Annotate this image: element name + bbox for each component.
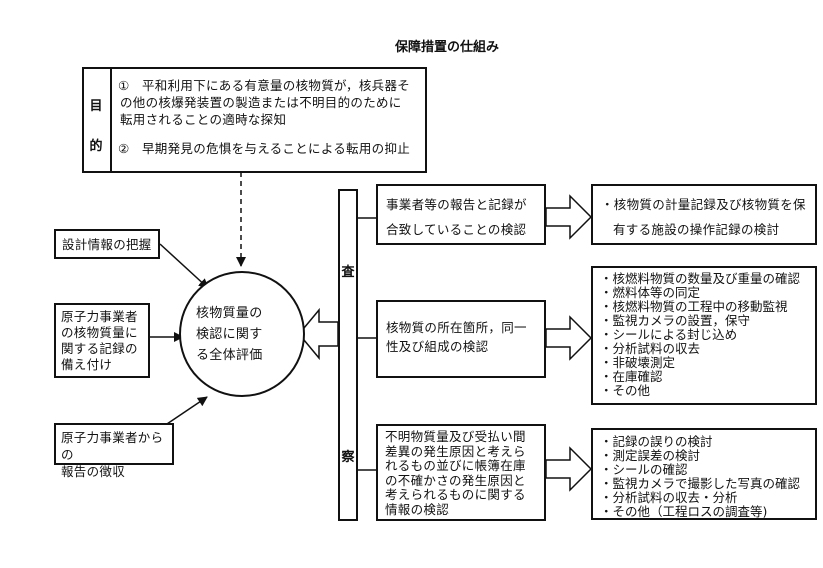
method-list-item: 非破壊測定	[600, 356, 808, 370]
purpose-item-text: の他の核爆発装置の製造または不明目的のために	[120, 95, 402, 110]
input-text-line: 関する記録の	[61, 341, 138, 356]
method-list-item: 監視カメラで撮影した写真の確認	[600, 477, 808, 491]
method-list-item: 記録の誤りの検討	[600, 435, 808, 449]
check-text-line: れるもの並びに帳簿在庫	[385, 458, 526, 473]
method-list-item: 核燃料物質の工程中の移動監視	[600, 300, 808, 314]
center-text-line: 検認に関す	[196, 327, 263, 342]
purpose-label-char: 目	[89, 99, 103, 114]
method-list-item: 分析試料の収去	[600, 342, 808, 356]
check2-arrow	[545, 315, 593, 361]
diagram-title: 保障措置の仕組み	[395, 40, 500, 55]
method-discrepancy-box: 記録の誤りの検討 測定誤差の検討 シールの確認 監視カメラで撮影した写真の確認 …	[591, 428, 817, 520]
method-list-item: 監視カメラの設置，保守	[600, 314, 808, 328]
input-text-line: の核物質量に	[61, 325, 138, 340]
check-records-box: 事業者等の報告と記録が 合致していることの検認	[376, 184, 546, 245]
method-text-line: ・核物質の計量記録及び核物質を保	[601, 197, 806, 212]
check-text-line: 核物質の所在箇所，同一	[386, 320, 527, 335]
check-text-line: 差異の発生原因と考えら	[385, 443, 526, 459]
purpose-item-2: ② 早期発見の危惧を与えることによる転用の抑止	[118, 140, 426, 157]
check-text-line: の不確かさの発生原因と	[385, 472, 526, 488]
input-text-line: 報告の徴収	[61, 464, 126, 479]
method-list-item: シールによる封じ込め	[600, 328, 808, 342]
input-design-info-box: 設計情報の把握	[54, 229, 160, 259]
check-text-line: 不明物質量及び受払い間	[385, 429, 526, 444]
purpose-item-number: ②	[118, 141, 130, 156]
input-records-box: 原子力事業者 の核物質量に 関する記録の 備え付け	[54, 303, 150, 378]
purpose-label-column: 目 的	[84, 69, 112, 171]
check-text-line: 考えられるものに関する	[385, 487, 526, 502]
input-text-line: 原子力事業者	[61, 309, 138, 324]
check3-arrow	[545, 446, 593, 492]
input-text-line: 設計情報の把握	[62, 237, 152, 252]
check1-arrow	[545, 194, 593, 240]
purpose-item-1: ① 平和利用下にある有意量の核物質が，核兵器そ の他の核爆発装置の製造または不明目…	[118, 77, 426, 128]
check-text-line: 情報の検認	[385, 501, 450, 517]
center-text-line: る全体評価	[196, 348, 263, 363]
center-circle	[179, 271, 305, 397]
method-list-item: 測定誤差の検討	[600, 449, 808, 463]
check-location-box: 核物質の所在箇所，同一 性及び組成の検認	[376, 300, 546, 378]
method-list: 核燃料物質の数量及び重量の確認 燃料体等の同定 核燃料物質の工程中の移動監視 監…	[600, 272, 808, 398]
purpose-label-char: 的	[89, 139, 103, 154]
method-list-item: 在庫確認	[600, 370, 808, 384]
input-text-line: 原子力事業者からの	[61, 430, 164, 462]
method-list-item: その他（工程ロスの調査等)	[600, 505, 808, 519]
method-list-item: 分析試料の収去・分析	[600, 491, 808, 505]
purpose-item-number: ①	[118, 78, 130, 93]
method-list-item: シールの確認	[600, 463, 808, 477]
inspection-column: 査 察	[338, 189, 358, 521]
input-reports-box: 原子力事業者からの 報告の徴収	[54, 423, 174, 479]
check-text-line: 事業者等の報告と記録が	[386, 197, 527, 212]
inspection-label-char: 査	[341, 265, 355, 280]
method-list-item: 核燃料物質の数量及び重量の確認	[600, 272, 808, 286]
method-records-box: ・核物質の計量記録及び核物質を保 有する施設の操作記録の検討	[591, 184, 817, 245]
center-evaluation-text: 核物質量の 検認に関す る全体評価	[196, 303, 292, 366]
method-text-line: 有する施設の操作記録の検討	[613, 222, 780, 237]
input-text-line: 備え付け	[61, 357, 113, 372]
inspection-label-char: 察	[341, 450, 355, 465]
method-list: 記録の誤りの検討 測定誤差の検討 シールの確認 監視カメラで撮影した写真の確認 …	[600, 435, 808, 519]
inspection-to-center-arrow	[298, 307, 339, 361]
method-location-box: 核燃料物質の数量及び重量の確認 燃料体等の同定 核燃料物質の工程中の移動監視 監…	[591, 266, 817, 405]
method-list-item: 燃料体等の同定	[600, 286, 808, 300]
purpose-item-text: 平和利用下にある有意量の核物質が，核兵器そ	[142, 78, 411, 93]
center-text-line: 核物質量の	[196, 306, 263, 321]
purpose-box: 目 的 ① 平和利用下にある有意量の核物質が，核兵器そ の他の核爆発装置の製造また…	[82, 67, 427, 173]
check-text-line: 性及び組成の検認	[386, 339, 489, 354]
purpose-item-text: 転用されることの適時な探知	[120, 112, 287, 127]
check-discrepancy-box: 不明物質量及び受払い間 差異の発生原因と考えら れるもの並びに帳簿在庫 の不確か…	[376, 424, 546, 521]
method-list-item: その他	[600, 384, 808, 398]
check-text-line: 合致していることの検認	[386, 222, 527, 237]
purpose-item-text: 早期発見の危惧を与えることによる転用の抑止	[142, 141, 411, 156]
input1-arrow	[159, 243, 209, 289]
